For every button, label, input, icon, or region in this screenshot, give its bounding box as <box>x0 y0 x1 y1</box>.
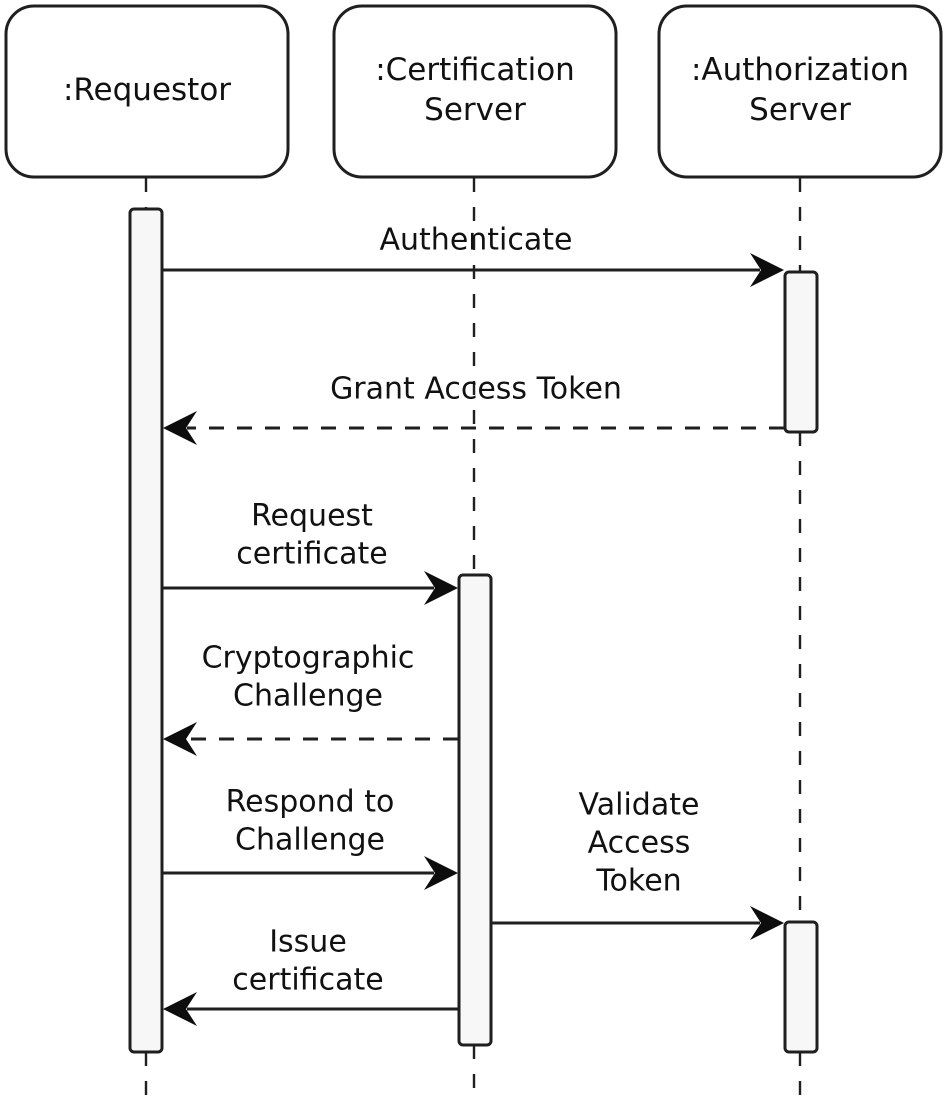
participant-label-requestor: :Requestor <box>63 72 231 108</box>
lifelines-group <box>144 178 802 1100</box>
participant-requestor[interactable]: :Requestor <box>4 4 290 179</box>
msg-authenticate[interactable]: Authenticate <box>162 223 784 288</box>
msg-request-certificate-label: Request <box>251 499 373 534</box>
activation-bar-certification-server <box>457 573 493 1047</box>
msg-cryptographic-challenge-arrowhead <box>163 722 197 756</box>
msg-cryptographic-challenge-label: Cryptographic <box>202 641 415 676</box>
msg-issue-certificate-arrowhead <box>163 992 197 1026</box>
activation-bar-requestor <box>128 207 164 1054</box>
msg-validate-access-token-label: Validate <box>579 788 700 823</box>
participant-label-authorization-server: :Authorization <box>691 52 909 88</box>
participant-box-requestor <box>4 4 290 179</box>
participant-box-certification-server <box>332 4 618 179</box>
participant-label-authorization-server: Server <box>749 92 851 128</box>
msg-request-certificate-arrowhead <box>424 571 458 605</box>
participant-label-certification-server: :Certification <box>375 52 575 88</box>
msg-issue-certificate-label: certificate <box>232 963 383 998</box>
msg-validate-access-token-label: Token <box>595 864 681 899</box>
msg-request-certificate-label: certificate <box>236 537 387 572</box>
participant-box-authorization-server <box>657 4 943 179</box>
msg-cryptographic-challenge-label: Challenge <box>233 679 383 714</box>
msg-respond-to-challenge-arrowhead <box>424 856 458 890</box>
msg-authenticate-arrowhead <box>750 253 784 287</box>
msg-grant-access-token[interactable]: Grant Access Token <box>163 372 784 446</box>
activation-bar-authorization-server <box>783 270 819 434</box>
msg-validate-access-token-arrowhead <box>750 906 784 940</box>
msg-authenticate-label: Authenticate <box>380 223 573 258</box>
msg-grant-access-token-label: Grant Access Token <box>330 372 622 407</box>
msg-respond-to-challenge-label: Respond to <box>226 785 395 820</box>
participants-group: :Requestor:CertificationServer:Authoriza… <box>4 4 943 179</box>
msg-respond-to-challenge-label: Challenge <box>235 823 385 858</box>
msg-grant-access-token-arrowhead <box>163 411 197 445</box>
activations-group <box>128 207 819 1054</box>
participant-label-certification-server: Server <box>424 92 526 128</box>
msg-validate-access-token-label: Access <box>588 826 691 861</box>
activation-bar-authorization-server <box>783 920 819 1054</box>
msg-issue-certificate-label: Issue <box>269 925 347 960</box>
